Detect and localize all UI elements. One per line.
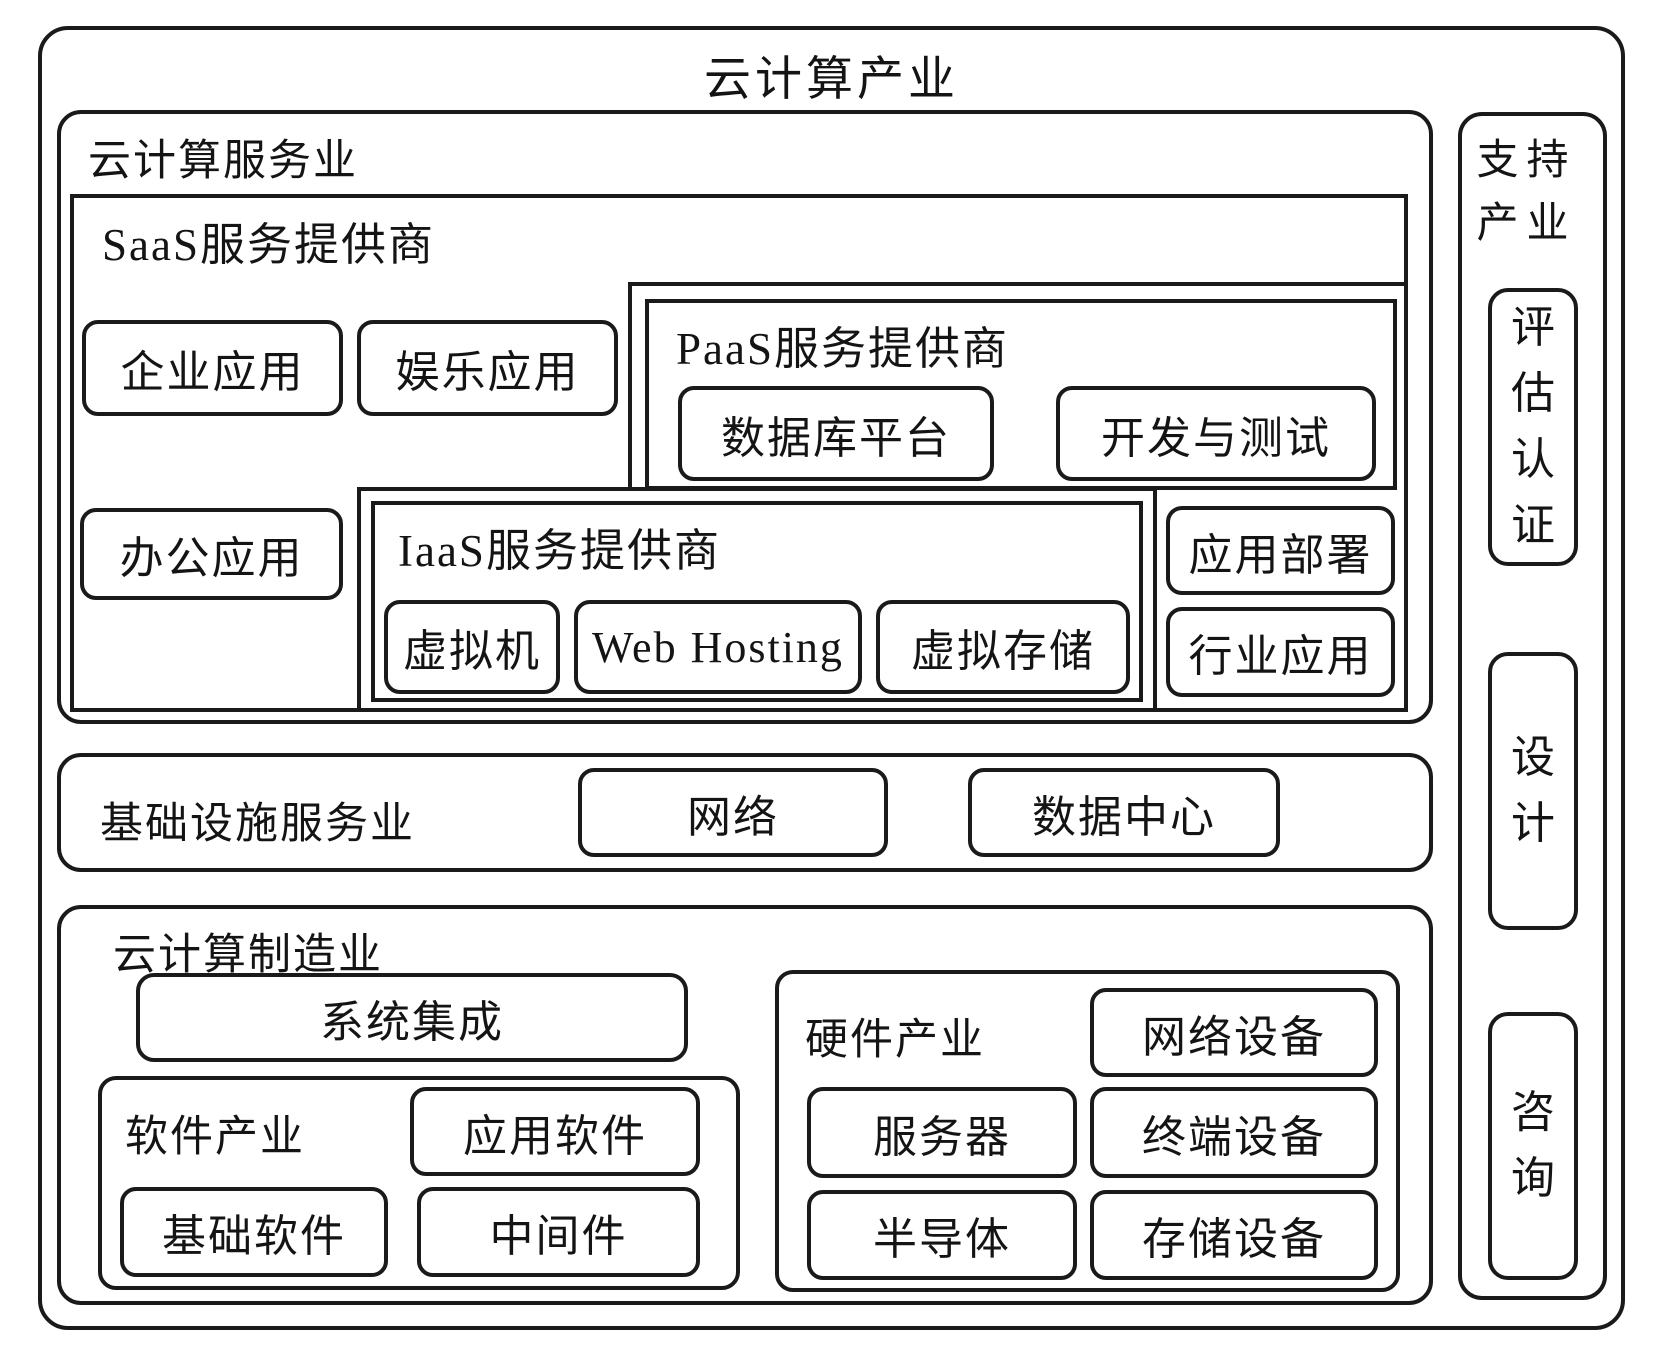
node-industry-app: 行业应用: [1166, 607, 1395, 697]
node-database-platform: 数据库平台: [678, 386, 994, 481]
node-consulting: 咨询: [1488, 1012, 1578, 1280]
node-terminal-equipment: 终端设备: [1090, 1087, 1378, 1178]
assessment-certification-text: 评估认证: [1511, 303, 1555, 550]
group-software-industry-label: 软件产业: [125, 1114, 305, 1161]
node-storage-equipment: 存储设备: [1090, 1190, 1378, 1280]
node-semiconductor: 半导体: [807, 1190, 1077, 1280]
node-design: 设计: [1488, 652, 1578, 930]
consulting-text: 咨询: [1511, 1088, 1555, 1203]
node-enterprise-app: 企业应用: [82, 320, 343, 416]
node-virtual-machine: 虚拟机: [384, 600, 560, 694]
node-assessment-certification: 评估认证: [1488, 288, 1578, 566]
support-industry-label-text: 支持产业: [1476, 138, 1577, 247]
group-paas-provider-label: PaaS服务提供商: [676, 324, 1010, 374]
node-application-software: 应用软件: [410, 1087, 700, 1176]
group-cloud-manufacturing-label: 云计算制造业: [113, 932, 383, 979]
group-cloud-service-industry-label: 云计算服务业: [88, 138, 358, 185]
node-office-app: 办公应用: [80, 508, 343, 600]
node-virtual-storage: 虚拟存储: [876, 600, 1130, 694]
node-system-integration: 系统集成: [136, 973, 688, 1062]
node-middleware: 中间件: [417, 1187, 700, 1277]
group-support-industry-label: 支持产业: [1458, 130, 1607, 256]
node-dev-and-test: 开发与测试: [1056, 386, 1376, 481]
design-text: 设计: [1511, 733, 1555, 848]
node-network-equipment: 网络设备: [1090, 988, 1378, 1077]
group-infrastructure-service-label: 基础设施服务业: [100, 801, 415, 848]
node-network: 网络: [578, 768, 888, 857]
node-web-hosting: Web Hosting: [574, 600, 862, 694]
diagram-title: 云计算产业: [704, 54, 959, 106]
node-server: 服务器: [807, 1087, 1077, 1178]
node-basic-software: 基础软件: [120, 1187, 388, 1277]
node-data-center: 数据中心: [968, 768, 1280, 857]
node-entertainment-app: 娱乐应用: [357, 320, 618, 416]
group-hardware-industry-label: 硬件产业: [805, 1017, 985, 1064]
node-app-deployment: 应用部署: [1166, 506, 1395, 595]
group-saas-provider-label: SaaS服务提供商: [102, 220, 436, 270]
group-iaas-provider-label: IaaS服务提供商: [398, 526, 721, 576]
